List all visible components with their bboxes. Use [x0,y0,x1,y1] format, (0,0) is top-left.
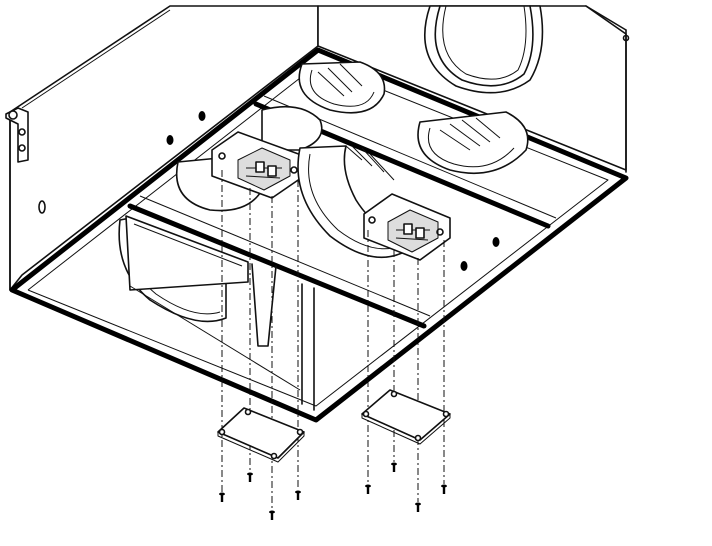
access-cover-right [361,389,451,445]
fan-unit-right [297,145,451,261]
screw-icon [247,472,253,482]
screw-icon [295,490,301,500]
screw-icon [391,462,397,472]
screw-icon [269,510,275,520]
mounting-bracket-icon [5,107,29,163]
fan-chamber-back [298,61,529,175]
front-chamber [118,215,315,411]
duct-collar-top [423,5,544,94]
screw-set-left [219,472,301,520]
terminal-block-icon [363,193,451,261]
fan-unit-left [176,105,323,212]
screw-icon [219,492,225,502]
access-cover-left [217,407,305,463]
terminal-block-icon [211,131,305,199]
screw-icon [365,484,371,494]
screw-icon [415,502,421,512]
screw-set-right [365,462,447,512]
screw-icon [441,484,447,494]
